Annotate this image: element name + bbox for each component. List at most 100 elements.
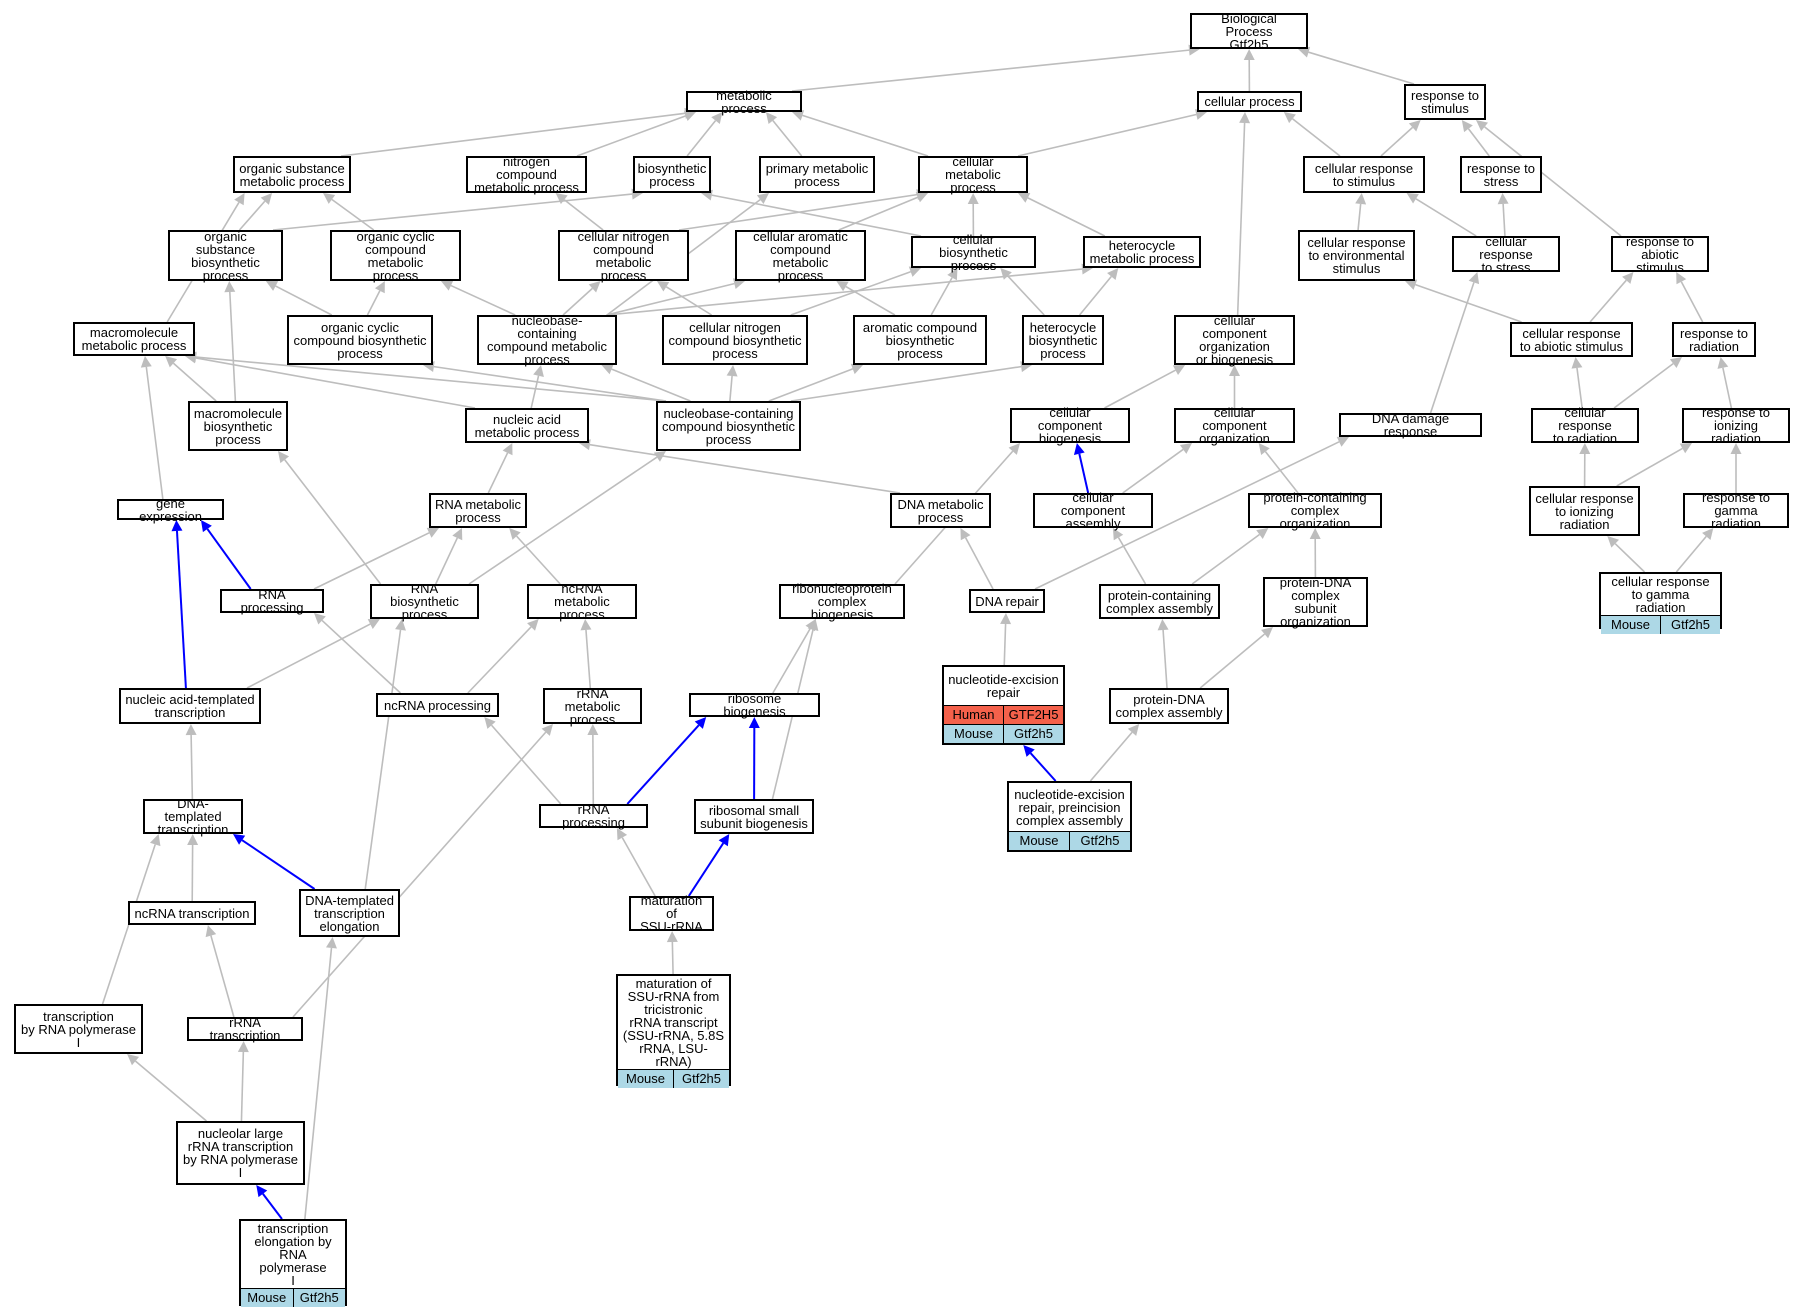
go-term-cell-resp-ion[interactable]: cellular response to ionizing radiation [1529, 486, 1640, 536]
go-term-macro-met[interactable]: macromolecule metabolic process [73, 322, 195, 356]
go-term-org-sub-bio[interactable]: organic substance biosynthetic process [168, 230, 283, 282]
go-term-tx-pol1[interactable]: transcription by RNA polymerase I [14, 1004, 143, 1054]
go-term-hetero-met[interactable]: heterocycle metabolic process [1083, 236, 1201, 268]
go-term-resp-rad[interactable]: response to radiation [1672, 322, 1756, 357]
go-term-biosynth[interactable]: biosynthetic process [633, 156, 711, 193]
go-term-dna-tmpl-elong[interactable]: DNA-templated transcription elongation [299, 889, 400, 937]
go-term-ner-preinc[interactable]: nucleotide-excision repair, preincision … [1007, 781, 1132, 852]
go-term-nucacid-tmpl[interactable]: nucleic acid-templated transcription [119, 688, 261, 724]
go-term-rna-met[interactable]: RNA metabolic process [429, 493, 527, 528]
edge-arrowhead [200, 520, 212, 533]
go-term-cc-org[interactable]: cellular component organization [1174, 406, 1295, 445]
edge-cell_bio-to-biosynth [711, 194, 922, 237]
go-term-elong-pol1[interactable]: transcription elongation by RNA polymera… [239, 1219, 347, 1307]
go-term-metabolic[interactable]: metabolic process [686, 89, 802, 115]
edge-arrowhead [1018, 192, 1031, 203]
go-term-bp[interactable]: Biological Process Gtf2h5 [1190, 12, 1308, 51]
go-term-prot-cx-org[interactable]: protein-containing complex organization [1248, 491, 1382, 530]
go-term-pdna-asm[interactable]: protein-DNA complex assembly [1109, 688, 1229, 724]
edge-arrowhead [171, 520, 183, 532]
edge-arrowhead [850, 363, 863, 375]
edge-arrowhead [616, 828, 628, 841]
go-term-cc-org-bio[interactable]: cellular component organization or bioge… [1174, 314, 1295, 366]
go-term-mat-ssu-tri[interactable]: maturation of SSU-rRNA from tricistronic… [616, 974, 731, 1088]
edge-arrowhead [588, 281, 601, 293]
go-term-cell-resp-abiotic[interactable]: cellular response to abiotic stimulus [1510, 322, 1633, 357]
go-term-resp-abiotic[interactable]: response to abiotic stimulus [1611, 235, 1709, 274]
edge-cell_met-to-metabolic [802, 114, 929, 157]
go-term-nitro-met[interactable]: nitrogen compound metabolic process [466, 155, 587, 194]
go-term-rna-proc[interactable]: RNA processing [220, 588, 324, 614]
edge-arrowhead [1179, 443, 1193, 454]
go-term-resp-ion[interactable]: response to ionizing radiation [1682, 406, 1790, 445]
go-term-dna-repair[interactable]: DNA repair [969, 589, 1045, 613]
go-term-ncrna-tx[interactable]: ncRNA transcription [128, 901, 256, 925]
edge-nucbase_bio-to-hetero_bio [790, 365, 1022, 402]
edge-macro_bio-to-macro_met [172, 362, 217, 402]
go-term-cell-nitro-met[interactable]: cellular nitrogen compound metabolic pro… [558, 230, 689, 282]
go-term-cell-resp-rad[interactable]: cellular response to radiation [1531, 406, 1639, 445]
edge-gene_expr-to-macro_met [145, 366, 164, 500]
edge-dna_repair-to-dna_met [964, 537, 994, 590]
go-term-resp-gamma[interactable]: response to gamma radiation [1683, 491, 1789, 530]
go-term-cell-resp-env[interactable]: cellular response to environmental stimu… [1298, 230, 1415, 281]
go-term-cc-biogenesis[interactable]: cellular component biogenesis [1010, 406, 1130, 445]
go-term-rrna-met[interactable]: rRNA metabolic process [543, 687, 642, 726]
go-term-cell-arom-met[interactable]: cellular aromatic compound metabolic pro… [735, 230, 866, 282]
go-term-rnp-bio[interactable]: ribonucleoprotein complex biogenesis [779, 582, 905, 621]
go-term-cell-resp-stim[interactable]: cellular response to stimulus [1303, 156, 1425, 193]
go-term-rrna-proc[interactable]: rRNA processing [539, 803, 648, 829]
edge-pdna_asm-to-pdna_sub_org [1199, 633, 1266, 689]
go-term-rna-bio[interactable]: RNA biosynthetic process [370, 582, 479, 621]
go-term-resp-stress[interactable]: response to stress [1460, 156, 1542, 193]
go-term-ribo-bio[interactable]: ribosome biogenesis [689, 692, 820, 718]
go-term-nucleolar[interactable]: nucleolar large rRNA transcription by RN… [176, 1121, 305, 1185]
go-term-gene-expr[interactable]: gene expression [117, 497, 224, 523]
edge-arrowhead [278, 451, 290, 464]
go-term-cell-met[interactable]: cellular metabolic process [918, 155, 1028, 194]
edge-rna_bio-to-rna_met [435, 537, 459, 585]
edge-rna_bio-to-nucbase_bio [468, 456, 658, 585]
go-term-cell-bio[interactable]: cellular biosynthetic process [911, 233, 1036, 272]
edge-ncrna_met-to-rna_met [516, 535, 561, 585]
go-term-cell-resp-stress[interactable]: cellular response to stress [1452, 235, 1560, 274]
go-term-pdna-sub-org[interactable]: protein-DNA complex subunit organization [1263, 576, 1368, 628]
edge-arrowhead [140, 356, 152, 368]
go-term-cc-assembly[interactable]: cellular component assembly [1033, 491, 1153, 530]
edge-arrowhead [127, 1054, 140, 1066]
go-term-cell-nitro-bio[interactable]: cellular nitrogen compound biosynthetic … [662, 315, 808, 365]
edge-rrna_tx-to-rrna_met [292, 731, 547, 1018]
go-term-nucacid-met[interactable]: nucleic acid metabolic process [465, 408, 589, 443]
edge-arrowhead [326, 937, 337, 949]
go-term-prot-cx-asm[interactable]: protein-containing complex assembly [1099, 584, 1220, 619]
go-term-ncrna-proc[interactable]: ncRNA processing [376, 693, 499, 717]
edge-rrna_proc-to-ribo_bio [626, 724, 700, 805]
gene-cell: GTF2H5 [1003, 706, 1063, 724]
go-term-org-sub-met[interactable]: organic substance metabolic process [233, 156, 351, 193]
edge-arrowhead [683, 110, 696, 121]
go-term-dna-met[interactable]: DNA metabolic process [890, 493, 991, 528]
go-term-nucbase-bio[interactable]: nucleobase-containing compound biosynthe… [656, 401, 801, 451]
go-term-ncrna-met[interactable]: ncRNA metabolic process [527, 582, 637, 621]
go-term-dna-damage[interactable]: DNA damage response [1339, 412, 1482, 438]
go-term-nucbase-met[interactable]: nucleobase-containing compound metabolic… [477, 314, 617, 366]
go-term-arom-bio[interactable]: aromatic compound biosynthetic process [853, 315, 987, 365]
go-term-org-cyc-bio[interactable]: organic cyclic compound biosynthetic pro… [287, 315, 433, 365]
edge-arrowhead [187, 834, 199, 846]
edge-arrowhead [967, 193, 979, 205]
go-term-resp-stim[interactable]: response to stimulus [1404, 84, 1486, 120]
go-term-primary-met[interactable]: primary metabolic process [759, 156, 875, 193]
edge-arrowhead [527, 619, 539, 631]
go-term-ribo-small[interactable]: ribosomal small subunit biogenesis [694, 799, 814, 834]
go-term-dna-tmpl[interactable]: DNA-templated transcription [143, 797, 243, 836]
edge-arrowhead [756, 193, 769, 205]
go-term-mat-ssu[interactable]: maturation of SSU-rRNA [629, 894, 714, 933]
go-term-macro-bio[interactable]: macromolecule biosynthetic process [188, 401, 288, 451]
go-term-cellular[interactable]: cellular process [1197, 91, 1302, 112]
go-term-org-cyc-met[interactable]: organic cyclic compound metabolic proces… [330, 230, 461, 282]
go-term-hetero-bio[interactable]: heterocycle biosynthetic process [1022, 315, 1104, 365]
go-term-rrna-tx[interactable]: rRNA transcription [187, 1016, 303, 1042]
